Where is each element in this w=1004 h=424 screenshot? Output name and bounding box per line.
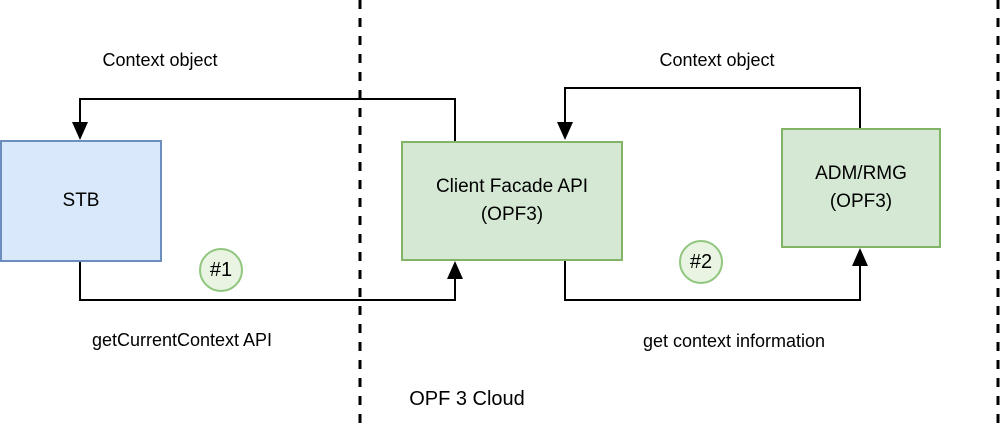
node-adm-rmg-label-line1: ADM/RMG (815, 163, 907, 184)
node-adm-rmg: ADM/RMG (OPF3) (781, 128, 941, 248)
node-stb-label: STB (62, 190, 100, 211)
arrowhead-into-client-facade-top (557, 122, 573, 140)
edge-label-get-current-context: getCurrentContext API (91, 330, 273, 350)
edge-context-object-left (79, 98, 456, 141)
arrowhead-into-stb (72, 122, 88, 140)
node-client-facade-api: Client Facade API (OPF3) (401, 141, 623, 261)
step-badge-1: #1 (199, 248, 243, 292)
edge-get-context-information (564, 261, 861, 301)
node-client-facade-label-line1: Client Facade API (435, 176, 589, 197)
arrowhead-into-adm-rmg (852, 248, 868, 266)
step-badge-1-label: #1 (209, 258, 233, 281)
arrowhead-into-client-facade-bottom (447, 261, 463, 279)
edge-label-context-object-right: Context object (659, 50, 775, 70)
node-adm-rmg-label-line2: (OPF3) (829, 191, 893, 212)
edge-get-current-context (79, 262, 456, 301)
edge-label-context-object-left: Context object (102, 50, 218, 70)
step-badge-2: #2 (679, 240, 723, 284)
edge-context-object-right (564, 87, 861, 128)
edge-label-get-context-information: get context information (642, 331, 826, 351)
node-client-facade-label-line2: (OPF3) (480, 204, 544, 225)
region-label-opf3-cloud: OPF 3 Cloud (409, 388, 525, 410)
step-badge-2-label: #2 (689, 250, 713, 273)
node-stb: STB (0, 140, 162, 262)
